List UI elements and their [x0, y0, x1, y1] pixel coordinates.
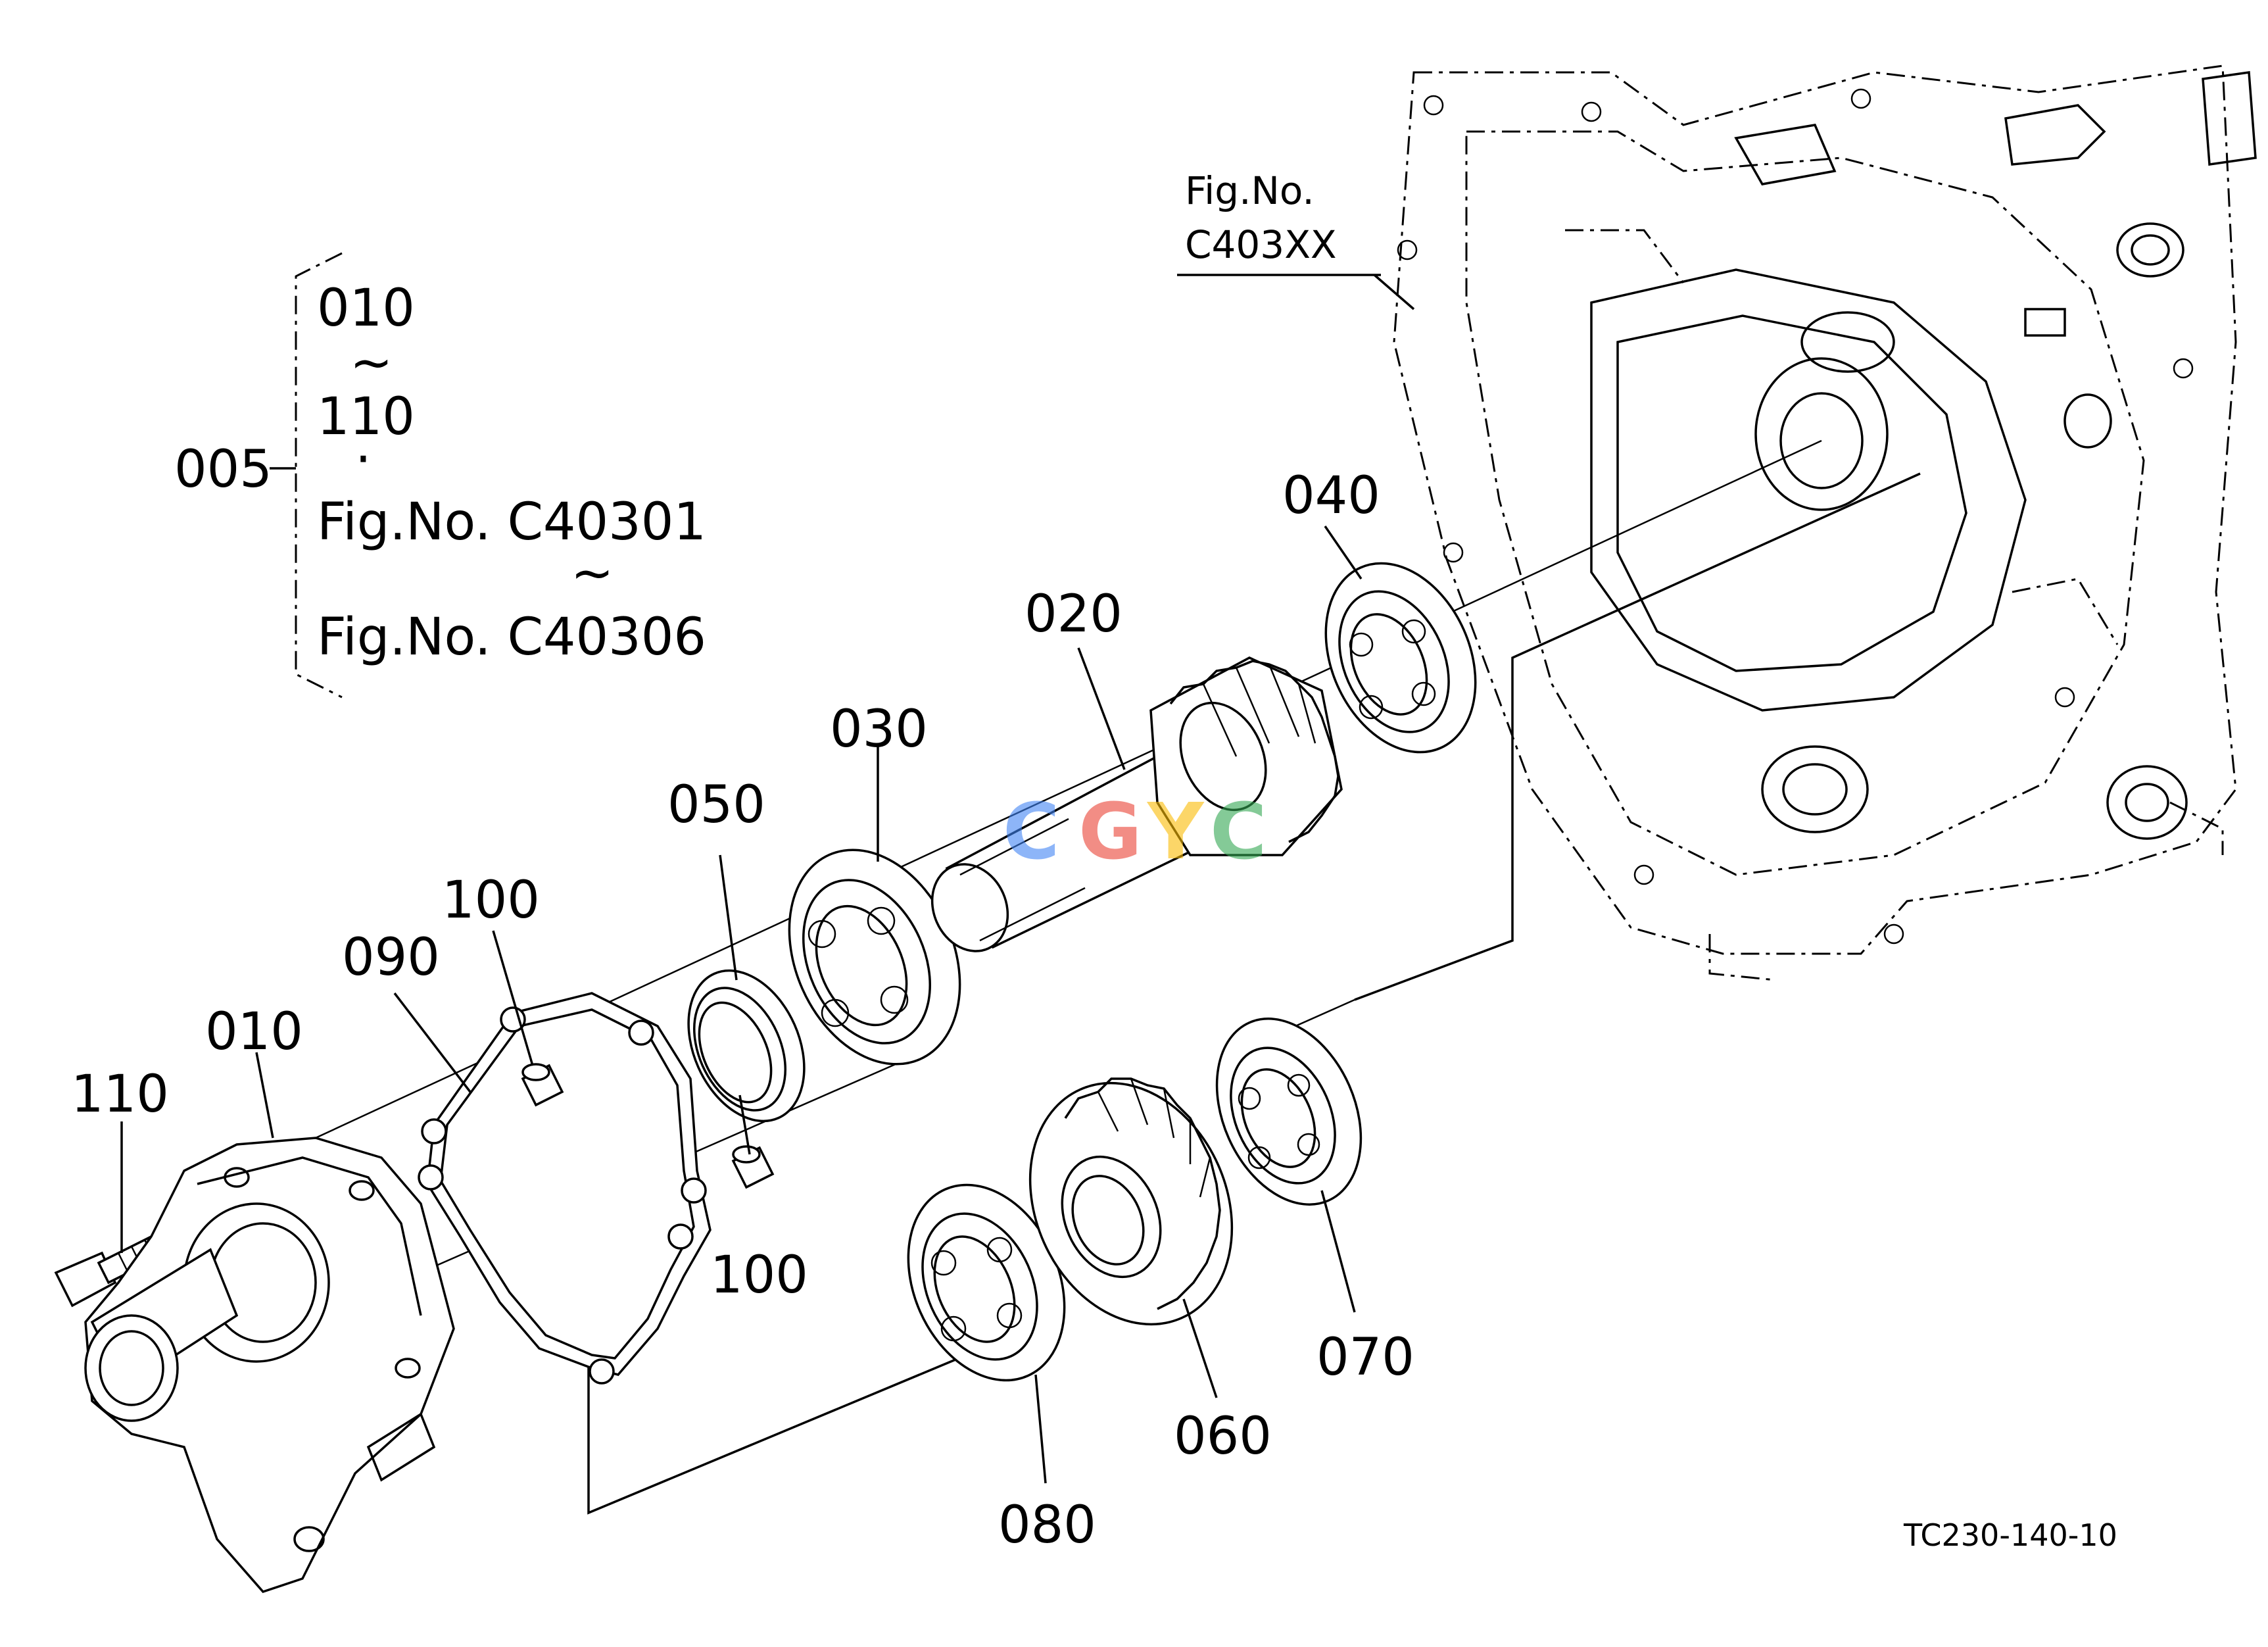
- housing-fig-label: Fig.No.: [1185, 168, 1315, 213]
- range-tilde-2: ~: [571, 544, 614, 603]
- fig-ref-end-label: Fig.No. C40306: [317, 608, 706, 667]
- label-110: 110: [71, 1065, 169, 1124]
- label-020: 020: [1025, 585, 1122, 644]
- transmission-housing: [1393, 64, 2257, 981]
- bearing-030: [788, 848, 961, 1066]
- range-tilde-1: ~: [350, 333, 393, 393]
- bearing-080: [907, 1183, 1066, 1382]
- watermark-letter-3: Y: [1146, 786, 1205, 877]
- assembly-bracket: 005 010 ~ 110 · Fig.No. C40301 ~ Fig.No.…: [174, 252, 706, 699]
- gasket-090: [418, 992, 712, 1385]
- gear-shaft-020: [930, 656, 1343, 952]
- watermark-logo: C G Y C: [1003, 786, 1267, 877]
- assembly-number-label: 005: [174, 440, 272, 499]
- label-100-lower: 100: [710, 1246, 808, 1305]
- watermark-letter-1: C: [1003, 786, 1060, 877]
- drawing-code: TC230-140-10: [1903, 1517, 2117, 1553]
- housing-fig-code: C403XX: [1185, 222, 1337, 267]
- part-number-labels: 110 010 090 100 100 050 030 020 040 080 …: [71, 466, 1414, 1555]
- range-dot: ·: [355, 430, 372, 489]
- label-070: 070: [1316, 1328, 1414, 1387]
- label-100-upper: 100: [442, 871, 540, 930]
- label-060: 060: [1174, 1407, 1272, 1466]
- range-end-label: 110: [317, 387, 415, 447]
- range-start-label: 010: [317, 279, 415, 338]
- label-080: 080: [998, 1496, 1096, 1555]
- label-040: 040: [1282, 466, 1380, 526]
- gear-060: [1028, 1077, 1234, 1326]
- bearing-070: [1215, 1018, 1363, 1206]
- oil-seal-050: [687, 969, 806, 1123]
- cover-010: [84, 1137, 455, 1594]
- label-090: 090: [342, 928, 440, 987]
- pin-100-lower: [731, 1145, 775, 1189]
- watermark-letter-4: C: [1210, 786, 1267, 877]
- pin-100-upper: [521, 1063, 564, 1107]
- label-030: 030: [830, 700, 928, 759]
- label-010: 010: [205, 1002, 303, 1062]
- leader-lines: [120, 526, 1363, 1484]
- label-050: 050: [667, 775, 765, 835]
- watermark-letter-2: G: [1078, 786, 1142, 877]
- fig-ref-start-label: Fig.No. C40301: [317, 493, 706, 552]
- bearing-040: [1324, 562, 1477, 754]
